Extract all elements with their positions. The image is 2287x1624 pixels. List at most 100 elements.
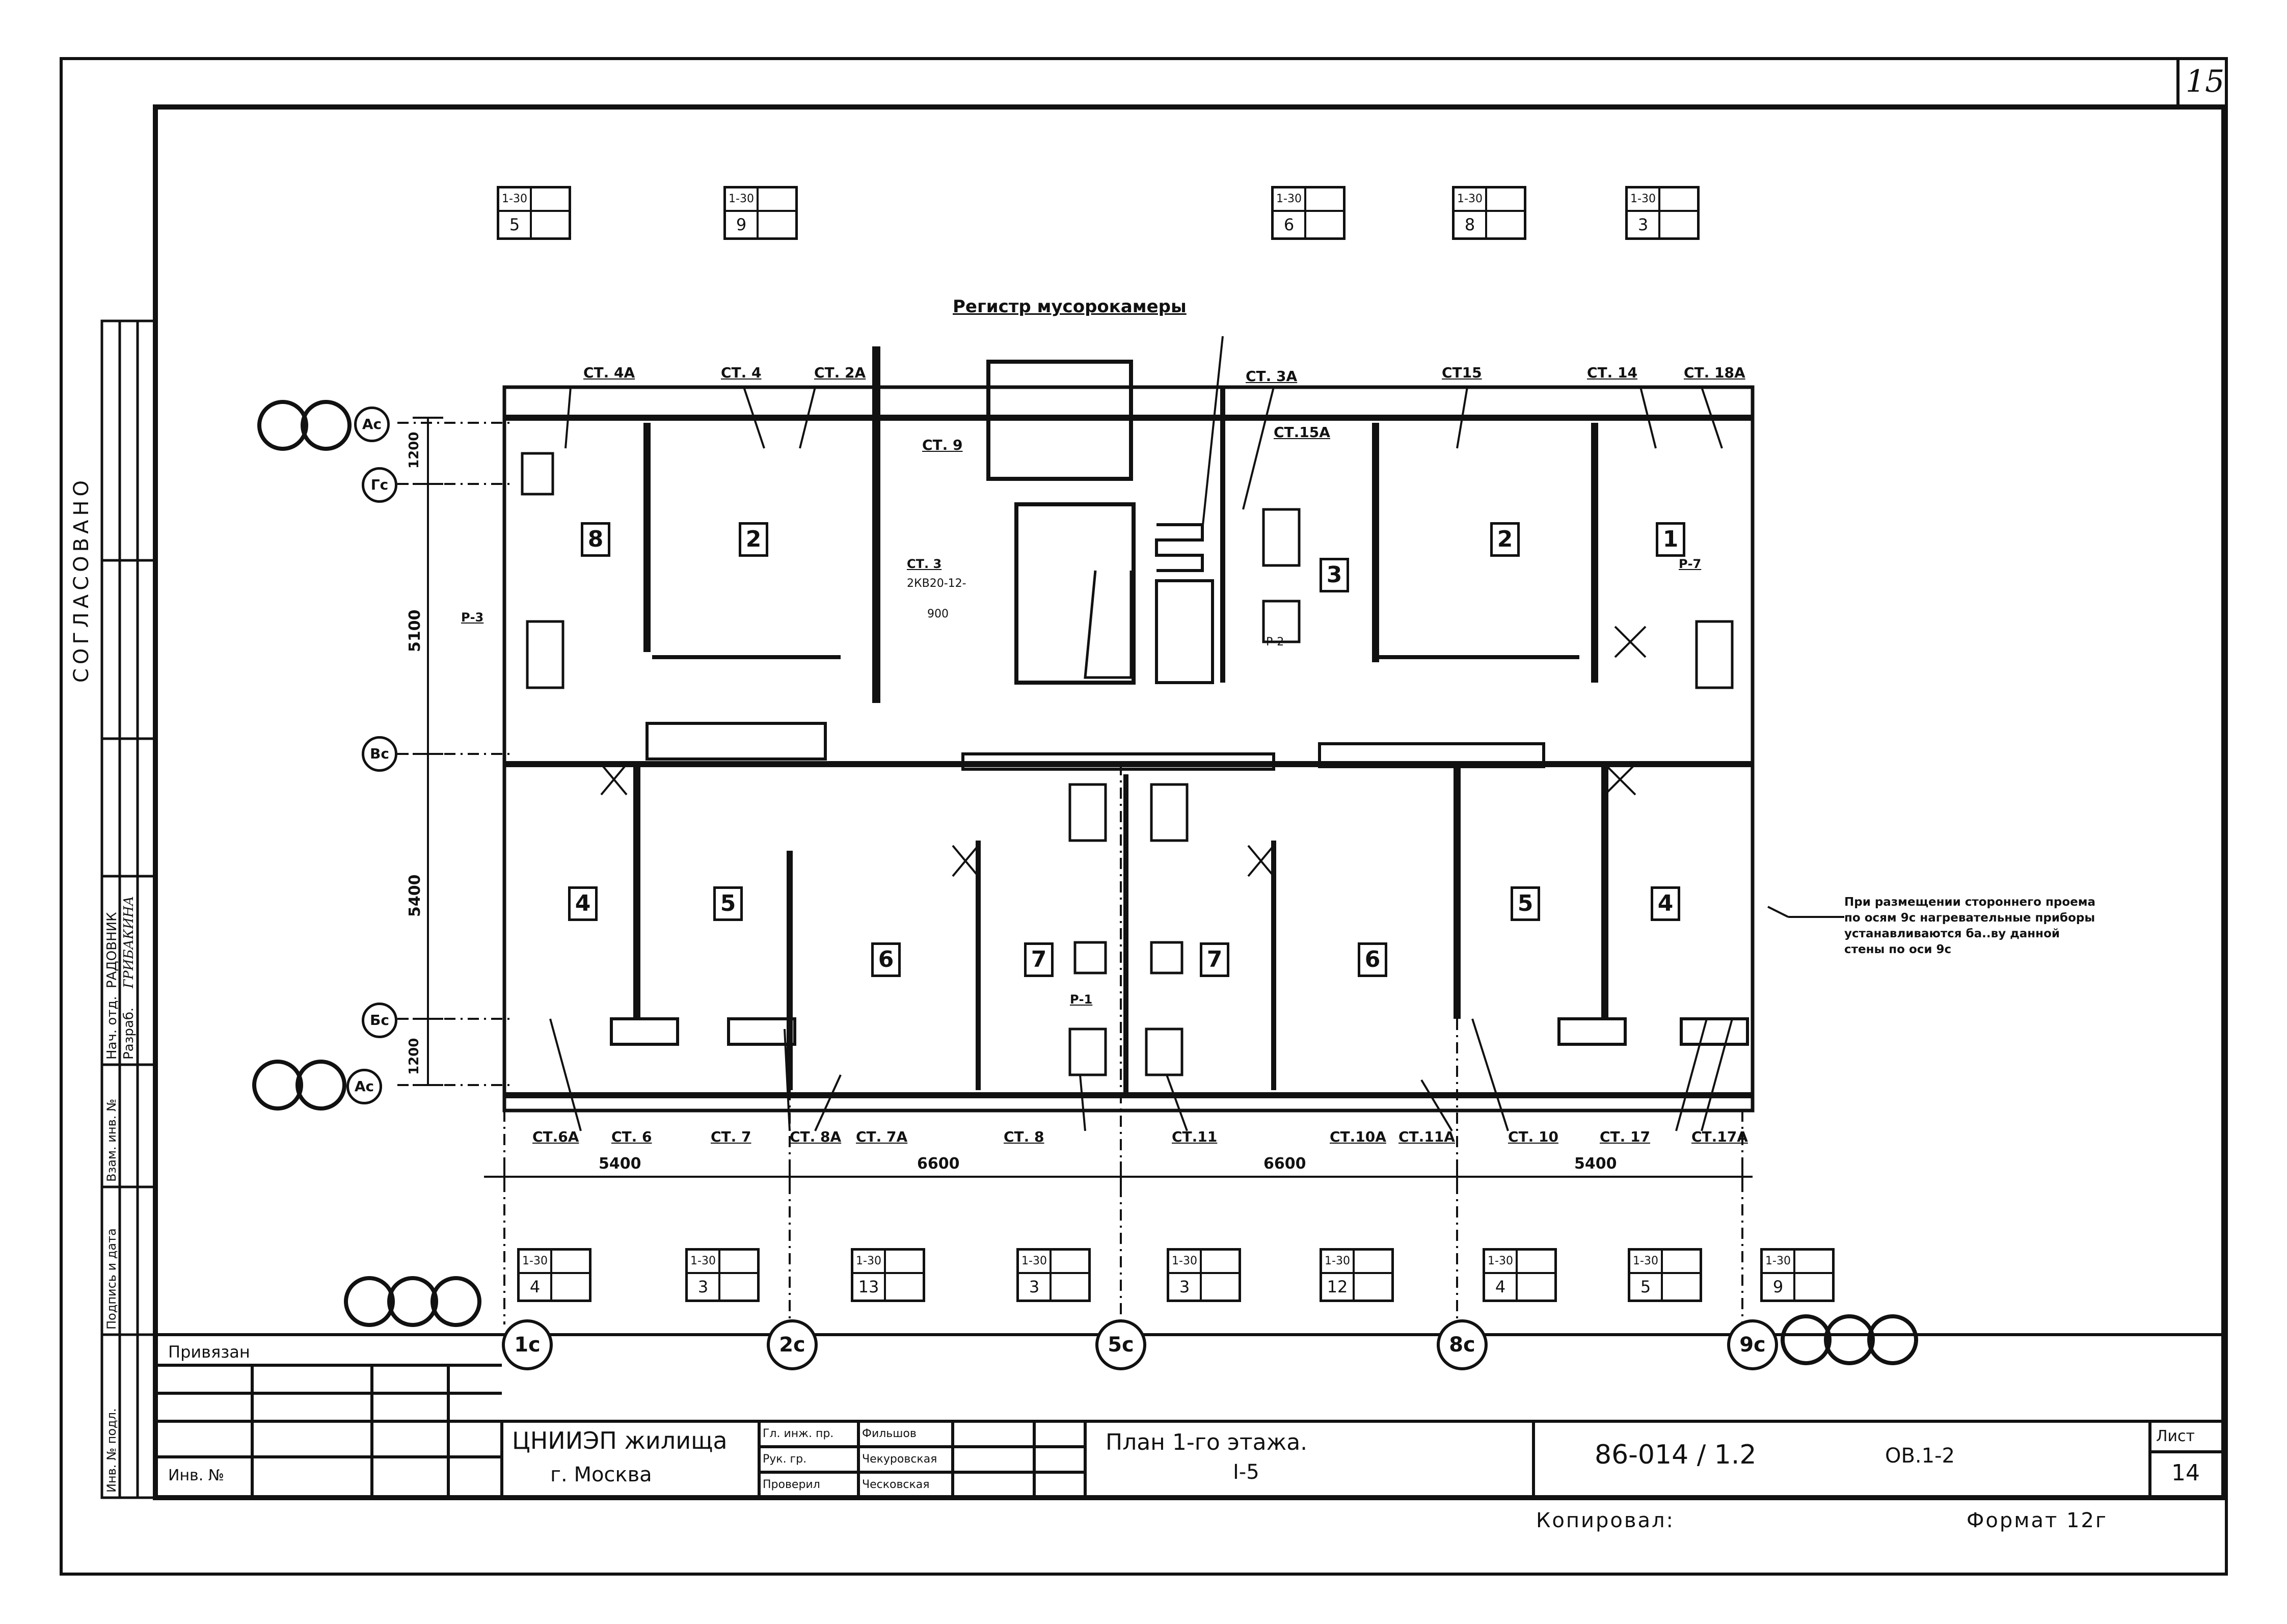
building-walls	[502, 346, 1755, 1113]
tag-st-15a: СТ.15А	[1274, 424, 1330, 441]
tb-role-2: Рук. гр.	[763, 1453, 807, 1466]
tag-st-7a: СТ. 7А	[856, 1128, 908, 1145]
strip-col-inventory: Инв. № подл.	[104, 1408, 119, 1493]
tb-role-3: Проверил	[763, 1478, 820, 1491]
tag-st-6: СТ. 6	[611, 1128, 652, 1145]
room-2-5: 5	[1511, 886, 1540, 921]
tag-st-11: СТ.11	[1172, 1128, 1218, 1145]
axis-bubble-2c: 2с	[767, 1319, 818, 1370]
room-1-6: 6	[871, 942, 901, 977]
tb-drawing-title: План 1-го этажа.	[1106, 1429, 1308, 1455]
tag-st-8: СТ. 8	[1004, 1128, 1044, 1145]
axis-bubble-9c: 9с	[1727, 1319, 1778, 1370]
dim-vertical-1200-top: 1200	[407, 431, 422, 469]
dim-horizontal-5400-left: 5400	[599, 1155, 641, 1173]
strip-chief: Нач. отд.	[104, 996, 120, 1060]
room-2-4: 4	[1651, 886, 1680, 921]
title-garbage-chamber-register: Регистр мусорокамеры	[953, 296, 1187, 317]
corner-box	[2176, 57, 2228, 109]
axis-bubble-bc: Бс	[362, 1003, 397, 1038]
tb-drawing-series: I-5	[1233, 1460, 1259, 1484]
strip-dev: Разраб.	[121, 1007, 137, 1060]
strip-dev-name: ГРИБАКИНА	[121, 896, 137, 988]
tag-st-4: СТ. 4	[721, 364, 762, 381]
room-1-5: 5	[713, 886, 743, 921]
axis-bubble-5c: 5с	[1095, 1319, 1146, 1370]
dim-vertical-5100: 5100	[406, 609, 424, 653]
axis-bubble-1c: 1с	[502, 1319, 553, 1370]
note-line-3: устанавливаются ба..ву данной	[1844, 927, 2060, 940]
axis-bubble-ac-bottom: Ас	[346, 1069, 382, 1104]
tag-r-7: Р-7	[1679, 557, 1702, 571]
tag-st-18a: СТ. 18А	[1684, 364, 1745, 381]
tag-st-10a: СТ.10А	[1330, 1128, 1386, 1145]
note-line-1: При размещении стороннего проема	[1844, 896, 2096, 909]
tag-st-14: СТ. 14	[1587, 364, 1637, 381]
dim-vertical-5400: 5400	[406, 874, 424, 917]
axis-bubble-vc: Вс	[362, 736, 397, 772]
tb-org-line1: ЦНИИЭП жилища	[512, 1427, 728, 1454]
tb-role-1: Гл. инж. пр.	[763, 1427, 834, 1440]
dimension-lines	[397, 417, 1753, 1324]
tag-st-6a: СТ.6А	[532, 1128, 579, 1145]
room-1-7: 7	[1024, 942, 1054, 977]
tag-st-3: СТ. 3	[907, 557, 942, 571]
sheet-corner-number: 15	[2186, 64, 2225, 99]
tag-r-3: Р-3	[461, 610, 484, 625]
tag-st-17: СТ. 17	[1600, 1128, 1650, 1145]
tag-st-2a: СТ. 2А	[814, 364, 866, 381]
tag-r-1: Р-1	[1070, 992, 1093, 1007]
tb-code: 86-014 / 1.2	[1595, 1440, 1757, 1470]
note-line-2: по осям 9с нагревательные приборы	[1844, 911, 2095, 925]
tag-st-17a: СТ.17А	[1691, 1128, 1748, 1145]
tb-inv-no: Инв. №	[168, 1467, 225, 1484]
room-2-7: 7	[1200, 942, 1229, 977]
tb-attached: Привязан	[168, 1342, 250, 1362]
room-1-4: 4	[568, 886, 598, 921]
tag-st-8a: СТ. 8А	[790, 1128, 842, 1145]
room-2-2: 2	[1490, 522, 1520, 557]
room-2-1: 1	[1656, 522, 1685, 557]
tb-name-3: Ческовская	[862, 1478, 930, 1491]
axis-bubble-gc: Гс	[362, 467, 397, 503]
room-2-6: 6	[1358, 942, 1387, 977]
tb-name-1: Фильшов	[862, 1427, 917, 1440]
tb-name-2: Чекуровская	[862, 1453, 937, 1466]
strip-col-signature: Подпись и дата	[104, 1228, 119, 1330]
tag-radiator-length: 900	[927, 608, 949, 620]
strip-agreed: СОГЛАСОВАНО	[70, 476, 93, 683]
tag-st-3a: СТ. 3А	[1246, 368, 1298, 385]
tb-sheet-number: 14	[2171, 1460, 2200, 1486]
tag-st-10: СТ. 10	[1508, 1128, 1558, 1145]
tag-st-15: СТ15	[1442, 364, 1482, 381]
room-2-3: 3	[1320, 558, 1349, 592]
tag-st-11a: СТ.11А	[1398, 1128, 1455, 1145]
tb-sheet-label: Лист	[2156, 1427, 2195, 1445]
room-1-8: 8	[581, 522, 610, 557]
tag-st-9: СТ. 9	[922, 437, 963, 453]
title-block-grid	[154, 1333, 2225, 1499]
tag-st-7: СТ. 7	[711, 1128, 751, 1145]
copied-by: Копировал:	[1536, 1509, 1675, 1532]
leader-lines	[549, 336, 1844, 1132]
dim-horizontal-6600-right: 6600	[1263, 1155, 1306, 1173]
note-line-4: стены по оси 9с	[1844, 943, 1952, 956]
heating-note: При размещении стороннего проема по осям…	[1844, 897, 2095, 956]
dim-horizontal-5400-right: 5400	[1574, 1155, 1617, 1173]
room-1-2: 2	[739, 522, 768, 557]
